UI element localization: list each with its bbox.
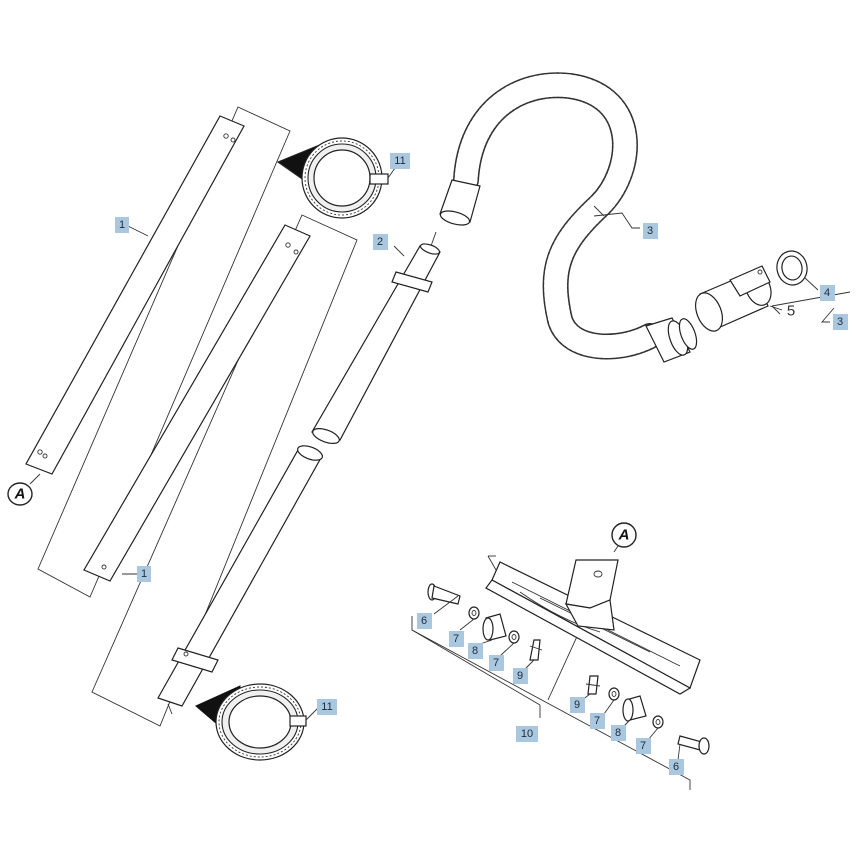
callout-5: 5 (787, 303, 795, 320)
callout-1-middle: 1 (137, 566, 151, 582)
callout-9-right: 9 (570, 697, 585, 713)
roller-left (482, 613, 507, 641)
callout-3-connector: 3 (833, 314, 848, 330)
bent-tube-upper (311, 245, 441, 441)
callout-2: 2 (373, 234, 388, 250)
tube-outline-middle (91, 214, 358, 727)
svg-text:2: 2 (377, 236, 383, 248)
svg-text:8: 8 (472, 645, 478, 657)
svg-text:5: 5 (787, 303, 795, 320)
callout-7-right-b: 7 (636, 738, 651, 754)
callout-1-upper: 1 (115, 217, 129, 233)
screw-right (677, 735, 710, 755)
washer-left-b (508, 630, 520, 644)
suction-hose (453, 72, 663, 360)
roller-right (622, 695, 647, 722)
callout-8-right: 8 (611, 725, 626, 741)
floor-nozzle (485, 545, 701, 695)
callout-6-left: 6 (417, 613, 432, 629)
svg-text:4: 4 (824, 287, 830, 299)
clip-left (529, 639, 543, 661)
callout-3-hose: 3 (643, 223, 658, 239)
svg-text:11: 11 (321, 701, 332, 713)
clip-ring-top (276, 137, 396, 219)
svg-text:7: 7 (493, 657, 499, 669)
callout-8-left: 8 (468, 643, 483, 659)
clip-ring-bottom (195, 683, 319, 761)
suction-tube-upper (25, 115, 245, 475)
callout-6-right: 6 (669, 759, 684, 775)
reference-mark-a-right: A (611, 522, 637, 548)
svg-text:3: 3 (837, 316, 843, 328)
callout-7-left-a: 7 (449, 631, 464, 647)
washer-right-b (652, 715, 664, 729)
svg-text:3: 3 (647, 225, 653, 237)
svg-text:6: 6 (673, 761, 679, 773)
callout-7-right-a: 7 (590, 713, 605, 729)
sealing-ring (776, 250, 808, 286)
clip-right (585, 675, 601, 695)
svg-text:10: 10 (521, 728, 533, 740)
callout-10: 10 (516, 726, 538, 742)
svg-text:A: A (618, 527, 630, 544)
svg-text:9: 9 (574, 699, 580, 711)
callout-11-bottom: 11 (317, 699, 337, 715)
callout-9-left: 9 (513, 668, 528, 684)
reference-mark-a-left: A (7, 482, 33, 506)
callout-7-left-b: 7 (489, 655, 504, 671)
svg-text:1: 1 (119, 219, 125, 231)
washer-right-a (608, 687, 620, 701)
svg-text:7: 7 (594, 715, 600, 727)
svg-text:A: A (14, 486, 26, 503)
suction-tube-middle (83, 224, 311, 582)
hose-connector (694, 265, 772, 332)
bent-tube-lower (157, 449, 323, 707)
callout-11-top: 11 (390, 153, 410, 169)
nozzle-outline (411, 616, 691, 790)
svg-text:8: 8 (615, 727, 621, 739)
svg-text:7: 7 (640, 740, 646, 752)
washer-left-a (468, 606, 480, 620)
svg-text:7: 7 (453, 633, 459, 645)
svg-text:1: 1 (141, 568, 147, 580)
svg-text:6: 6 (421, 615, 427, 627)
callout-4: 4 (820, 285, 835, 301)
screw-left (427, 583, 461, 605)
tube-outline-upper (37, 106, 291, 598)
svg-text:9: 9 (517, 670, 523, 682)
svg-text:11: 11 (394, 155, 405, 167)
